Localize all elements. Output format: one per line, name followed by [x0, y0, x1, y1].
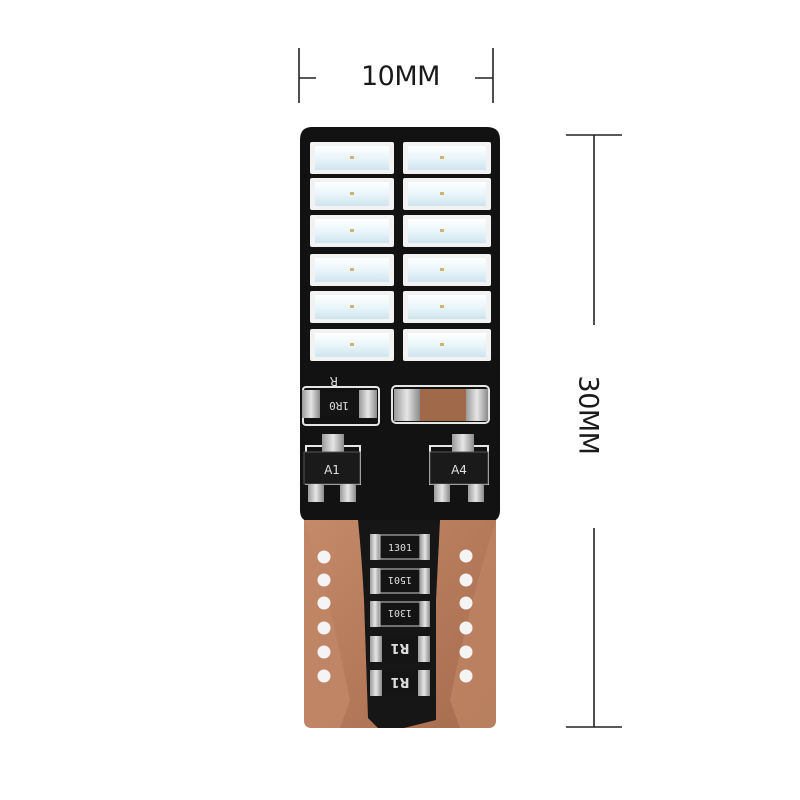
- resistor-stack: 1301 1501 1301 R1 R1: [370, 534, 430, 696]
- resistor-4: R1: [370, 636, 430, 662]
- led-column-right: [403, 142, 491, 361]
- svg-text:1301: 1301: [388, 543, 412, 554]
- left-contact-holes: [317, 550, 331, 683]
- svg-text:R: R: [330, 374, 338, 388]
- resistor-5: R1: [370, 670, 430, 696]
- svg-text:1301: 1301: [388, 607, 412, 618]
- resistor-1: 1301: [370, 534, 430, 560]
- resistor-3: 1301: [370, 601, 430, 627]
- resistor-2: 1501: [370, 568, 430, 594]
- resistor-1r0-label: 1R0: [329, 399, 349, 412]
- height-dimension-line: [566, 134, 622, 728]
- resistor-1r0: 1R0: [302, 390, 377, 418]
- svg-text:R1: R1: [390, 640, 409, 655]
- width-dimension-line: [298, 48, 494, 103]
- ic-a1: A1: [303, 434, 361, 502]
- ic-a4: A4: [429, 434, 489, 502]
- capacitor: [394, 389, 488, 421]
- ic-a1-label: A1: [324, 463, 340, 477]
- svg-text:R1: R1: [390, 674, 409, 689]
- right-contact-holes: [459, 549, 473, 683]
- svg-text:1501: 1501: [388, 574, 412, 585]
- width-dimension-label: 10MM: [361, 61, 440, 92]
- ic-a4-label: A4: [451, 463, 467, 477]
